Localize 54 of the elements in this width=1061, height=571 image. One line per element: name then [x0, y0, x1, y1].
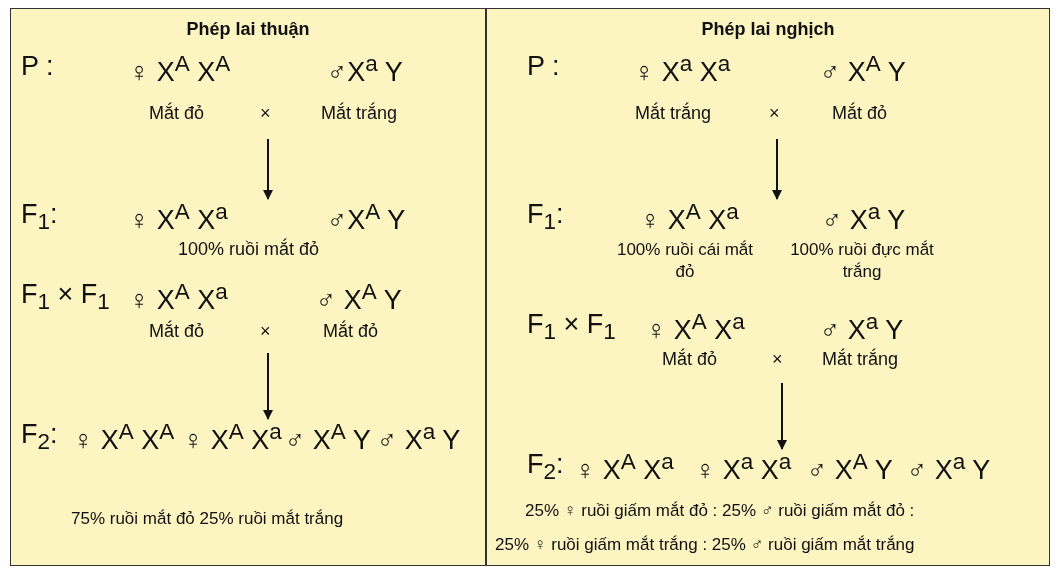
genotype: ♀ X$^{A}$ X$^{a}$ — [129, 279, 228, 316]
generation-label: F$_{1}$ × F$_{1}$ — [21, 279, 110, 316]
ratio-text: 25% ♀ ruồi giấm mắt đỏ : 25% ♂ ruồi giấm mắt đỏ : — [525, 501, 915, 521]
cross-sign: × — [260, 103, 271, 124]
arrow — [772, 138, 782, 200]
generation-label: F$_{1}$: — [527, 199, 564, 236]
generation-label: F$_{2}$: — [527, 449, 564, 486]
generation-label: P : — [21, 51, 54, 82]
genotype: ♂ X$^{a}$ Y — [907, 449, 991, 486]
panel — [486, 8, 1050, 566]
phenotype: 100% ruồi mắt đỏ — [178, 239, 320, 260]
genotype: ♀ X$^{A}$ X$^{a}$ — [640, 199, 739, 236]
arrow — [263, 352, 273, 420]
genotype: ♂ X$^{A}$ Y — [316, 279, 402, 316]
genotype: ♂ X$^{A}$ Y — [807, 449, 893, 486]
cross-sign: × — [769, 103, 780, 124]
genotype: ♀ X$^{a}$ X$^{a}$ — [634, 51, 731, 88]
genotype: ♂X$^{A}$ Y — [327, 199, 406, 236]
phenotype: Mắt đỏ — [323, 321, 379, 342]
panel-heading: Phép lai nghịch — [700, 19, 836, 40]
genotype: ♀ X$^{A}$ X$^{a}$ — [129, 199, 228, 236]
genotype: ♂ X$^{a}$ Y — [377, 419, 461, 456]
genotype: ♀ X$^{a}$ X$^{a}$ — [695, 449, 792, 486]
phenotype: Mắt trắng — [635, 103, 712, 124]
phenotype: Mắt trắng — [822, 349, 899, 370]
genotype: ♀ X$^{A}$ X$^{A}$ — [129, 51, 231, 88]
genotype: ♂ X$^{A}$ Y — [285, 419, 371, 456]
arrow — [263, 138, 273, 200]
genotype: ♂ X$^{a}$ Y — [822, 199, 906, 236]
generation-label: F$_{2}$: — [21, 419, 58, 456]
phenotype: 100% ruồi cái mắt đỏ — [615, 239, 755, 283]
genotype: ♀ X$^{A}$ X$^{a}$ — [575, 449, 674, 486]
cross-sign: × — [260, 321, 271, 342]
generation-label: F$_{1}$: — [21, 199, 58, 236]
genotype: ♂ X$^{A}$ Y — [820, 51, 906, 88]
panel — [10, 8, 486, 566]
genotype: ♂X$^{a}$ Y — [327, 51, 403, 88]
arrow — [777, 382, 787, 450]
genotype: ♀ X$^{A}$ X$^{a}$ — [183, 419, 282, 456]
ratio-text: 25% ♀ ruồi giấm mắt trắng : 25% ♂ ruồi giấm mắt trắng — [495, 535, 915, 555]
genotype: ♀ X$^{A}$ X$^{A}$ — [73, 419, 175, 456]
phenotype: Mắt đỏ — [149, 321, 205, 342]
genotype: ♀ X$^{A}$ X$^{a}$ — [646, 309, 745, 346]
panel-heading: Phép lai thuận — [185, 19, 311, 40]
phenotype: Mắt đỏ — [832, 103, 888, 124]
phenotype: Mắt đỏ — [662, 349, 718, 370]
ratio-text: 75% ruồi mắt đỏ 25% ruồi mắt trắng — [71, 509, 344, 529]
cross-sign: × — [772, 349, 783, 370]
generation-label: F$_{1}$ × F$_{1}$ — [527, 309, 616, 346]
phenotype: Mắt trắng — [321, 103, 398, 124]
genotype: ♂ X$^{a}$ Y — [820, 309, 904, 346]
phenotype: 100% ruồi đực mắt trắng — [789, 239, 935, 283]
generation-label: P : — [527, 51, 560, 82]
phenotype: Mắt đỏ — [149, 103, 205, 124]
